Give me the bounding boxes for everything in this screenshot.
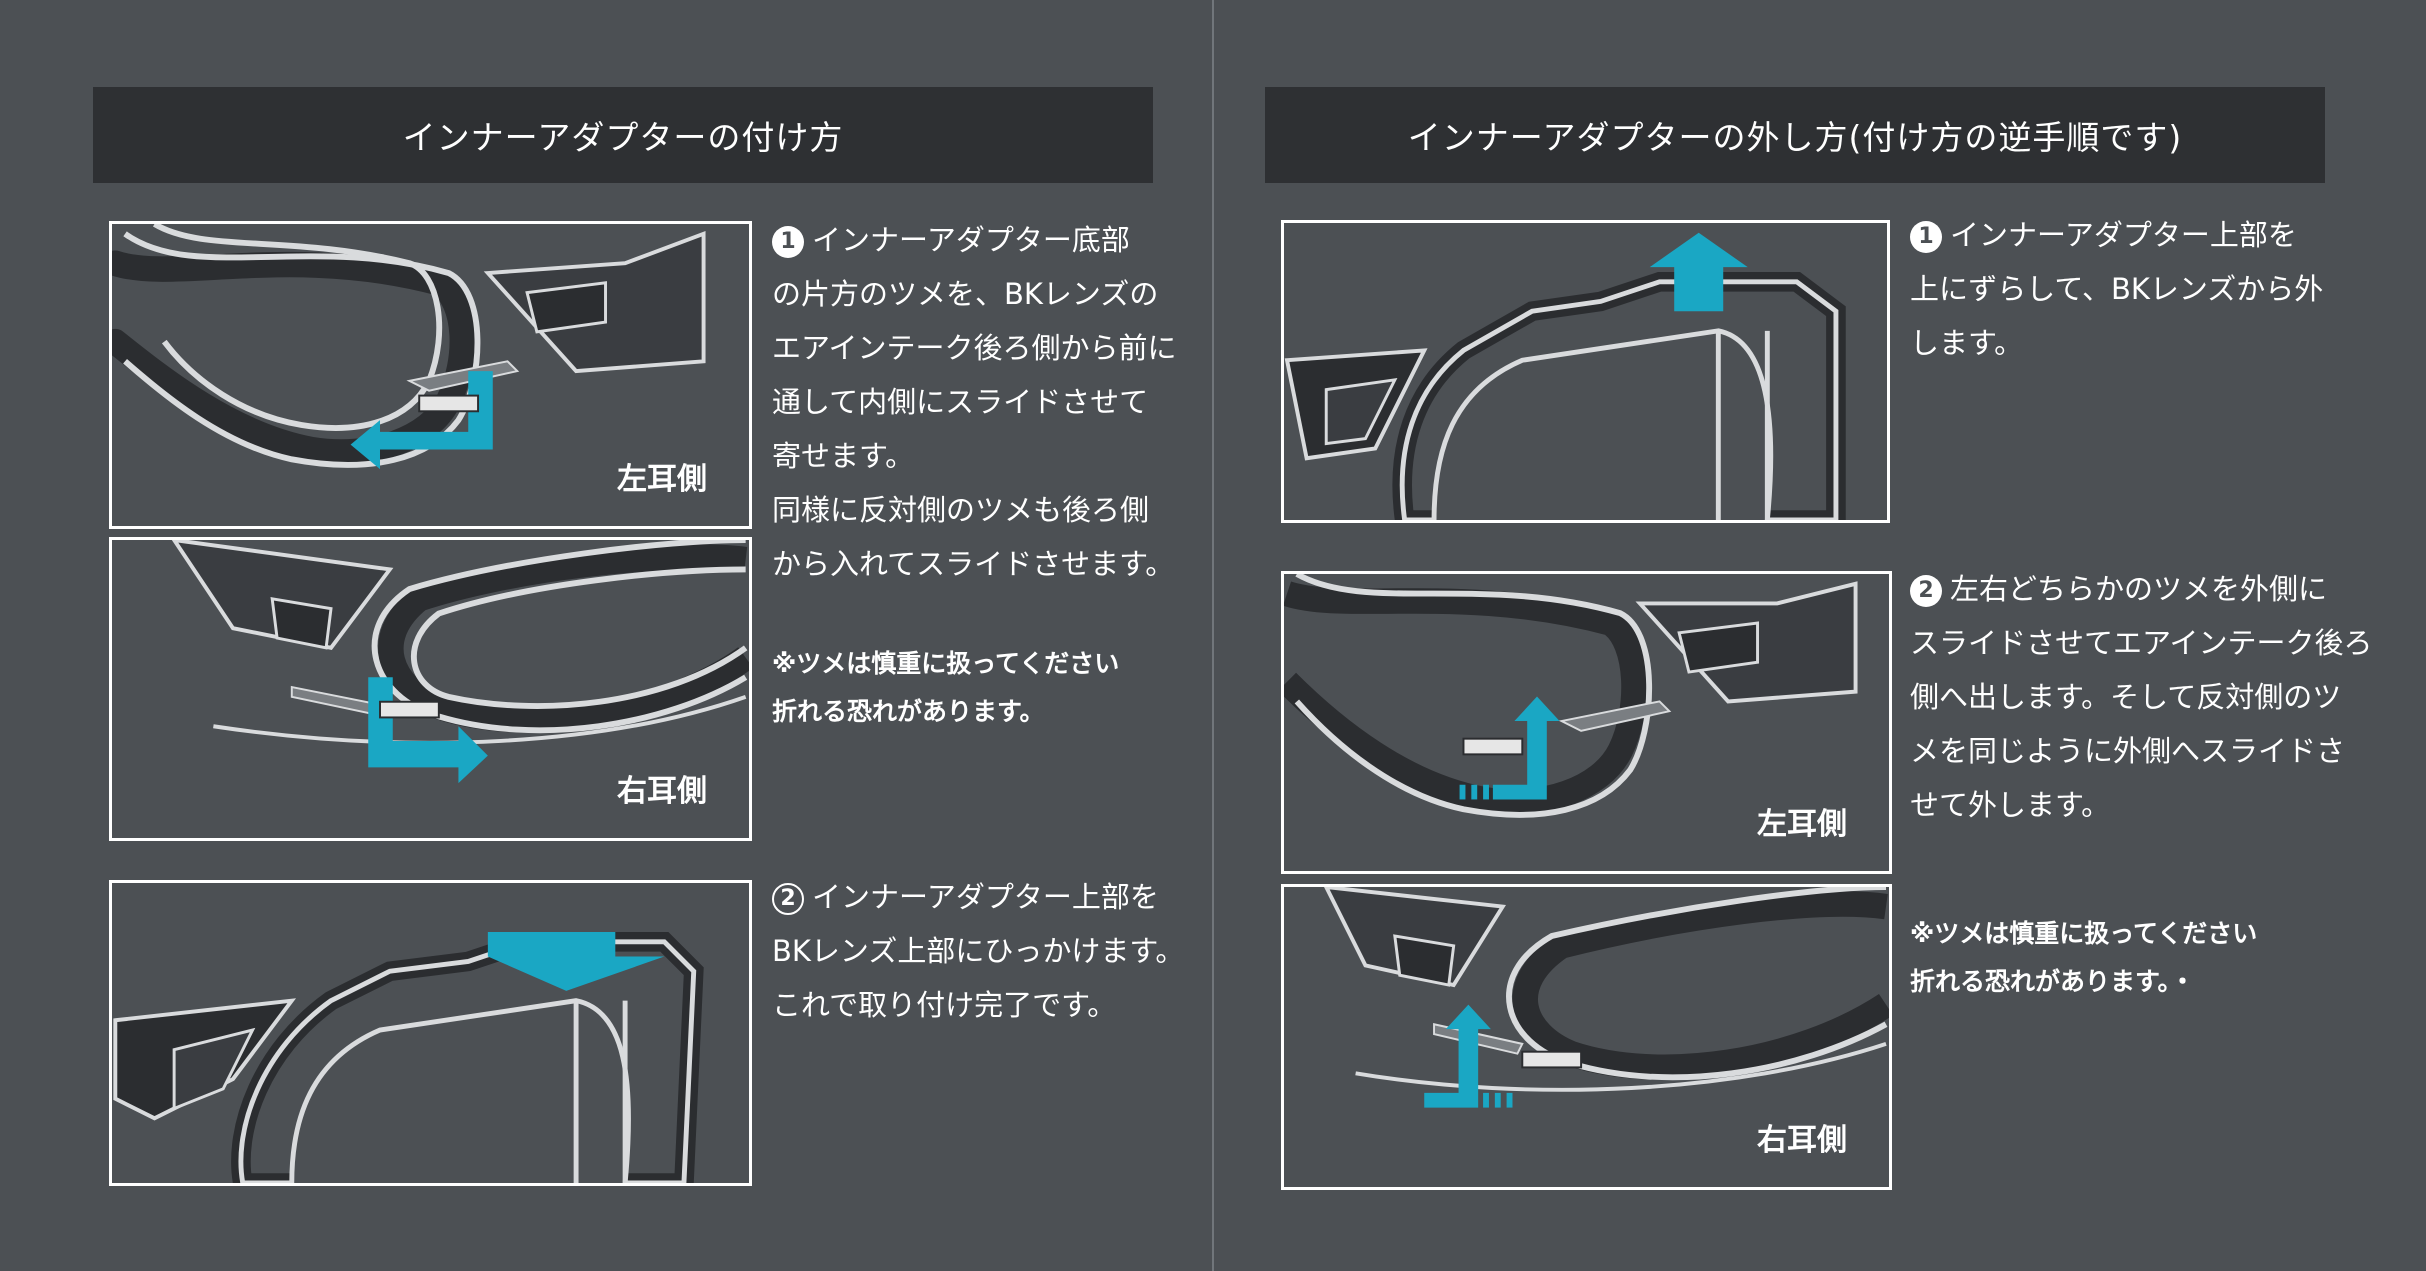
frame-illustration <box>1284 574 1858 818</box>
left-ear-label: 左耳側 <box>1757 807 1847 842</box>
frame-illustration <box>113 932 704 1183</box>
push-down-arrow <box>487 932 665 991</box>
illustration-left-ear-remove: 左耳側 <box>1281 571 1892 874</box>
step-number-badge: 2 <box>772 883 804 915</box>
step-number-badge: 2 <box>1910 575 1942 607</box>
left-section-title: インナーアダプターの付け方 <box>93 87 1153 183</box>
right-ear-label: 右耳側 <box>617 774 707 809</box>
right-section-title: インナーアダプターの外し方(付け方の逆手順です) <box>1265 87 2325 183</box>
lift-up-arrow <box>1649 232 1748 312</box>
left-caution-note: ※ツメは慎重に扱ってください 折れる恐れがあります。 <box>772 649 1120 726</box>
frame-illustration <box>171 540 749 784</box>
illustration-top-hook <box>109 880 752 1186</box>
slide-arrow <box>350 371 493 470</box>
slide-arrow <box>368 677 488 784</box>
illustration-left-ear-attach: 左耳側 <box>109 221 752 529</box>
frame-illustration <box>1324 887 1889 1108</box>
illustration-remove-top <box>1281 220 1890 523</box>
illustration-right-ear-attach: 右耳側 <box>109 537 752 841</box>
center-divider <box>1212 0 1214 1271</box>
step-number-badge: 1 <box>772 226 804 258</box>
illustration-right-ear-remove: 右耳側 <box>1281 884 1892 1190</box>
step-number-badge: 1 <box>1910 221 1942 253</box>
slide-out-arrow <box>1424 1004 1513 1108</box>
right-caution-note: ※ツメは慎重に扱ってください 折れる恐れがあります。・ <box>1910 919 2258 996</box>
left-ear-label: 左耳側 <box>617 462 707 497</box>
right-ear-label: 右耳側 <box>1757 1123 1847 1158</box>
frame-illustration <box>112 224 706 470</box>
frame-illustration <box>1284 232 1846 520</box>
slide-out-arrow <box>1459 696 1560 800</box>
